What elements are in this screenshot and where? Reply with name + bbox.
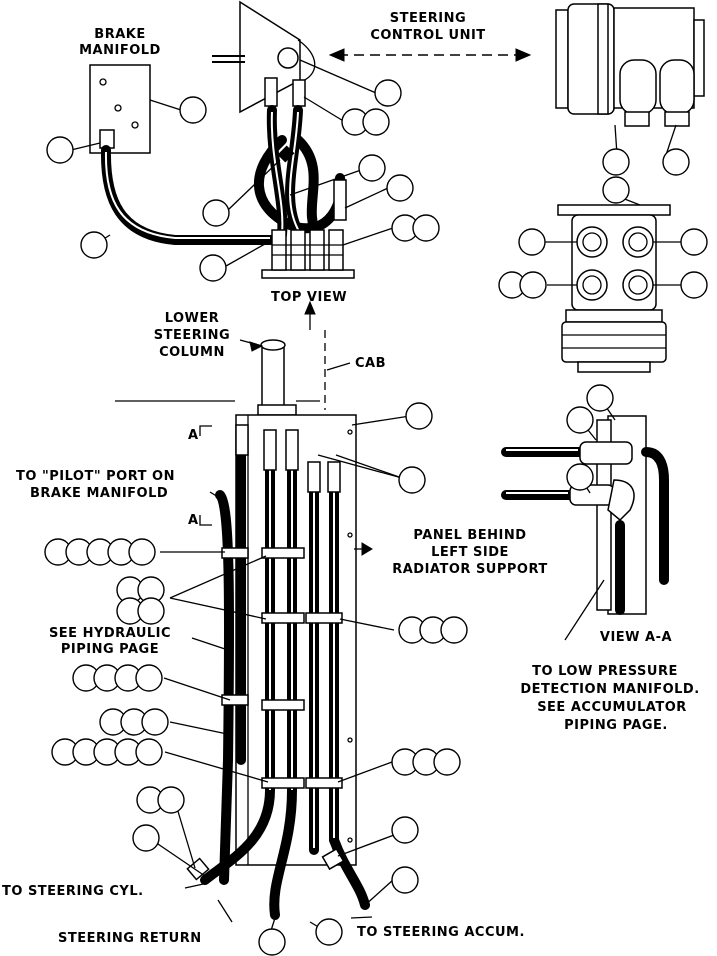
- view-aa-label: VIEW A-A: [600, 630, 672, 645]
- see-hydraulic-label-2: PIPING PAGE: [61, 642, 159, 657]
- steering-return-label: STEERING RETURN: [58, 931, 202, 946]
- steering-unit-side-view: [555, 3, 705, 127]
- brake-pilot-hose-top: [100, 145, 277, 245]
- view-aa-detail: [501, 415, 669, 615]
- panel-behind-label-1: PANEL BEHIND: [413, 528, 526, 543]
- cab-label: CAB: [355, 356, 386, 371]
- steering-control-label-1: STEERING: [390, 11, 466, 26]
- section-a-upper: A: [188, 428, 199, 443]
- lower-steering-label-1: LOWER: [165, 311, 220, 326]
- leader-lines: [70, 59, 681, 941]
- low-pressure-label-3: SEE ACCUMULATOR: [537, 700, 687, 715]
- top-view-assembly: [89, 0, 355, 279]
- lower-steering-label-3: COLUMN: [159, 345, 225, 360]
- steering-control-label-2: CONTROL UNIT: [370, 28, 485, 43]
- to-steering-accum-label: TO STEERING ACCUM.: [357, 925, 525, 940]
- hose-clamps: [221, 547, 343, 789]
- pilot-port-label-1: TO "PILOT" PORT ON: [16, 469, 175, 484]
- lower-steering-label-2: STEERING: [154, 328, 230, 343]
- pilot-port-label-2: BRAKE MANIFOLD: [30, 486, 168, 501]
- vertical-hoses: [186, 424, 370, 920]
- see-hydraulic-label-1: SEE HYDRAULIC: [49, 626, 171, 641]
- low-pressure-label-4: PIPING PAGE.: [564, 718, 668, 733]
- brake-manifold-label-1: BRAKE: [94, 27, 145, 42]
- steering-unit-ports-view: [557, 204, 671, 373]
- text-labels: BRAKE MANIFOLD STEERING CONTROL UNIT TOP…: [2, 11, 699, 946]
- low-pressure-label-2: DETECTION MANIFOLD.: [520, 682, 699, 697]
- low-pressure-label-1: TO LOW PRESSURE: [532, 664, 678, 679]
- section-a-lower: A: [188, 513, 199, 528]
- steering-column: [257, 339, 297, 416]
- brake-manifold-label-2: MANIFOLD: [79, 43, 161, 58]
- brake-manifold-block: [89, 64, 151, 154]
- to-steering-cyl-label: TO STEERING CYL.: [2, 884, 144, 899]
- panel-behind-label-3: RADIATOR SUPPORT: [392, 562, 548, 577]
- fitting-bank-top: [261, 269, 355, 279]
- callout-bubbles: [44, 79, 708, 956]
- panel-behind-label-2: LEFT SIDE: [431, 545, 509, 560]
- top-view-label: TOP VIEW: [271, 290, 347, 305]
